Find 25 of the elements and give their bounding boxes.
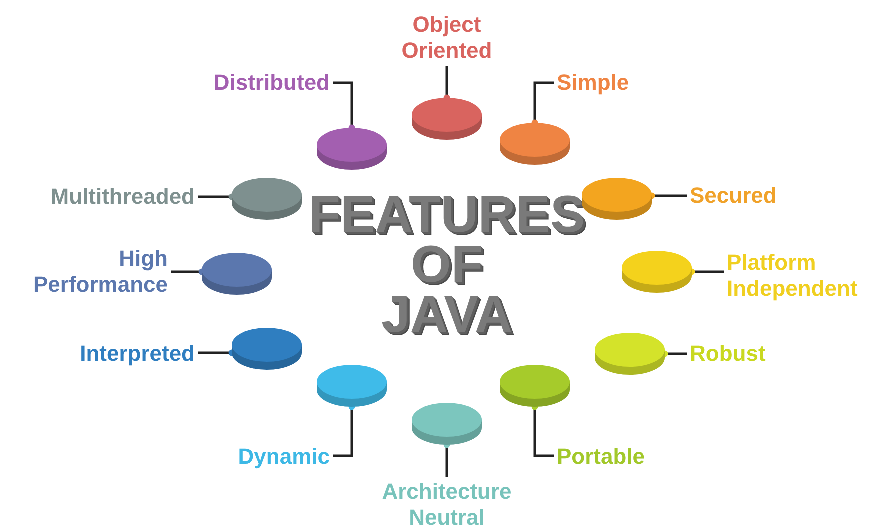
- disc-shape: [412, 403, 482, 445]
- feature-label: Interpreted: [55, 341, 195, 367]
- feature-label: Dynamic: [220, 444, 330, 470]
- feature-label: Distributed: [190, 70, 330, 96]
- feature-label: Portable: [557, 444, 667, 470]
- disc-shape: [202, 253, 272, 295]
- feature-label: Platform Independent: [727, 250, 882, 302]
- disc-shape: [317, 365, 387, 407]
- feature-label: Robust: [690, 341, 780, 367]
- disc-shape: [582, 178, 652, 220]
- disc-shape: [317, 128, 387, 170]
- disc-shape: [232, 178, 302, 220]
- disc-shape: [412, 98, 482, 140]
- disc-shape: [232, 328, 302, 370]
- disc-shape: [500, 365, 570, 407]
- feature-label: Architecture Neutral: [362, 479, 532, 529]
- feature-label: Simple: [557, 70, 647, 96]
- feature-label: Object Oriented: [392, 12, 502, 64]
- feature-label: Secured: [690, 183, 800, 209]
- disc-shape: [500, 123, 570, 165]
- feature-label: High Performance: [18, 246, 168, 298]
- disc-shape: [595, 333, 665, 375]
- feature-label: Multithreaded: [15, 184, 195, 210]
- disc-shape: [622, 251, 692, 293]
- title: FEATURES OF JAVA: [308, 190, 586, 340]
